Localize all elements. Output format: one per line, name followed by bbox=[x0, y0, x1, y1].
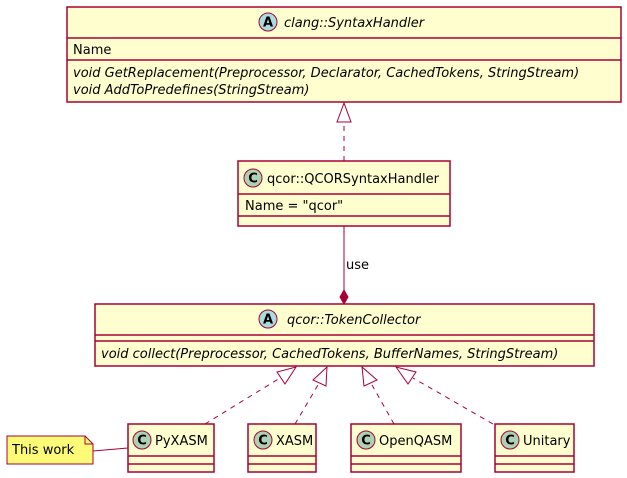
abstract-class-icon bbox=[258, 12, 278, 32]
class-icon bbox=[253, 430, 273, 450]
stereotype-letter: C bbox=[137, 434, 147, 449]
method-collect: void collect(Preprocessor, CachedTokens,… bbox=[101, 347, 558, 362]
use-label: use bbox=[346, 258, 369, 273]
class-pyxasm[interactable]: C PyXASM bbox=[127, 423, 215, 473]
stereotype-letter: C bbox=[505, 434, 515, 449]
stereotype-letter: C bbox=[248, 172, 258, 187]
class-name: XASM bbox=[276, 434, 313, 449]
class-icon bbox=[132, 430, 152, 450]
note-text: This work bbox=[11, 443, 75, 458]
attribute-name: Name bbox=[73, 43, 111, 58]
class-name: OpenQASM bbox=[379, 434, 452, 449]
class-name: qcor::TokenCollector bbox=[287, 313, 422, 328]
stereotype-letter: C bbox=[361, 434, 371, 449]
method-add-to-predefines: void AddToPredefines(StringStream) bbox=[73, 83, 309, 98]
generalization-qcor-handler-to-syntax-handler bbox=[336, 101, 352, 161]
class-name: qcor::QCORSyntaxHandler bbox=[267, 172, 440, 187]
generalization-xasm-to-token-collector bbox=[294, 365, 328, 425]
stereotype-letter: C bbox=[258, 434, 268, 449]
attribute-name: Name = "qcor" bbox=[245, 199, 343, 214]
generalization-openqasm-to-token-collector bbox=[361, 365, 395, 425]
class-syntax-handler[interactable]: A clang::SyntaxHandler Name void GetRepl… bbox=[66, 6, 622, 103]
stereotype-letter: A bbox=[263, 313, 273, 328]
class-openqasm[interactable]: C OpenQASM bbox=[350, 423, 462, 473]
generalization-pyxasm-to-token-collector bbox=[204, 366, 298, 425]
stereotype-letter: A bbox=[263, 16, 273, 31]
note-this-work[interactable]: This work bbox=[6, 435, 94, 465]
class-icon bbox=[243, 168, 263, 188]
method-get-replacement: void GetReplacement(Preprocessor, Declar… bbox=[73, 66, 579, 81]
class-icon bbox=[500, 430, 520, 450]
class-name: PyXASM bbox=[155, 434, 208, 449]
class-icon bbox=[356, 430, 376, 450]
generalization-unitary-to-token-collector bbox=[394, 366, 494, 425]
class-qcor-syntax-handler[interactable]: C qcor::QCORSyntaxHandler Name = "qcor" bbox=[237, 160, 451, 227]
class-xasm[interactable]: C XASM bbox=[247, 423, 317, 473]
class-token-collector[interactable]: A qcor::TokenCollector void collect(Prep… bbox=[94, 303, 595, 367]
class-name: clang::SyntaxHandler bbox=[284, 16, 426, 31]
abstract-class-icon bbox=[258, 309, 278, 329]
composition-use-edge bbox=[339, 226, 349, 306]
class-unitary[interactable]: C Unitary bbox=[494, 423, 575, 473]
class-name: Unitary bbox=[523, 434, 571, 449]
note-connector bbox=[92, 447, 129, 452]
